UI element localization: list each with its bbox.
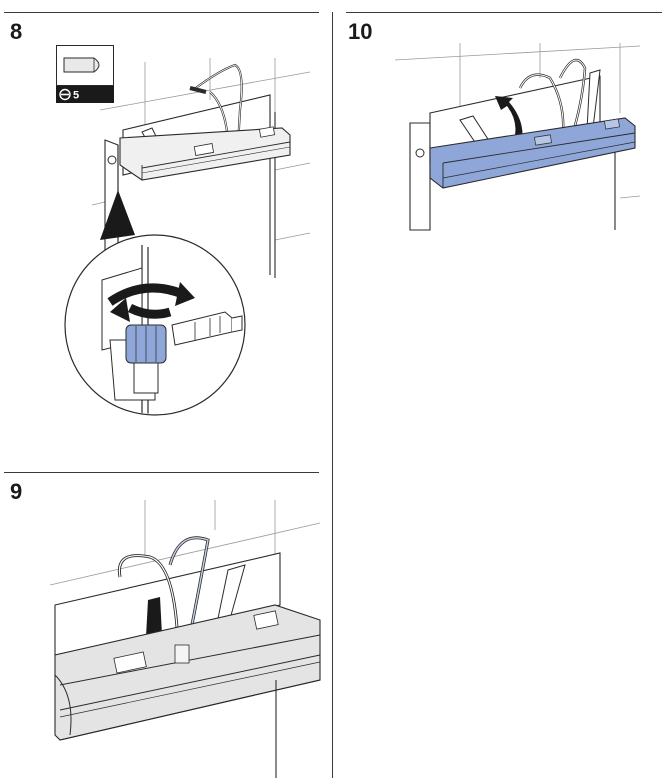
screwdriver-badge: 5 [56,45,114,103]
top-divider-left [4,12,319,13]
tool-size-label: 5 [73,90,79,102]
step-8-number: 8 [10,19,23,44]
step-8-illustration [60,40,320,420]
mid-divider-left [4,472,319,473]
step-9-number: 9 [10,479,23,504]
flat-screwdriver-icon [63,57,100,73]
step-9-illustration [50,495,325,778]
step-10-illustration [395,38,645,238]
column-divider [332,12,333,778]
step-10-number: 10 [348,19,373,44]
top-divider-right [346,12,662,13]
